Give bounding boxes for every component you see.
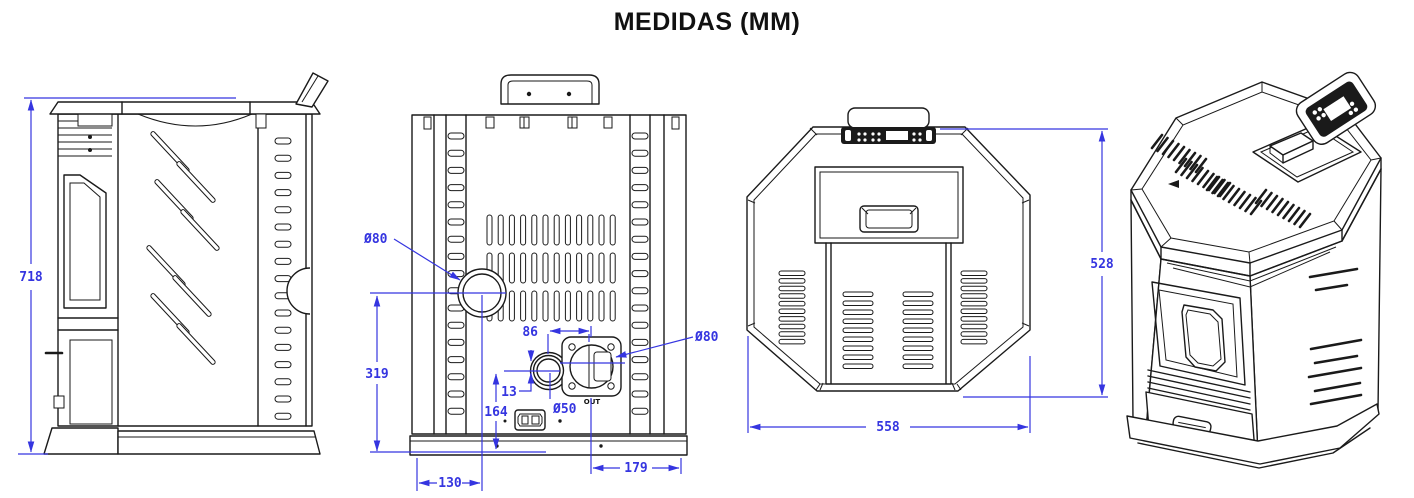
dim-label-air-port-diameter: Ø80 xyxy=(694,330,719,345)
side-top-cap xyxy=(49,101,321,129)
top-dimensions: 528 558 xyxy=(747,128,1114,435)
side-flue-bump xyxy=(286,267,311,315)
dim-label-164: 164 xyxy=(484,405,508,420)
dim-label-130: 130 xyxy=(438,476,462,491)
dim-label-intake-diameter: Ø50 xyxy=(552,402,577,417)
back-handle xyxy=(500,74,600,105)
dim-label-86: 86 xyxy=(522,325,538,340)
iso-display xyxy=(1323,96,1352,122)
side-rear-vent-column xyxy=(274,137,311,420)
top-display xyxy=(886,131,908,140)
iso-door xyxy=(1147,281,1251,411)
dim-label-558: 558 xyxy=(876,420,900,435)
side-base xyxy=(43,427,321,455)
dim-label-718: 718 xyxy=(19,270,43,285)
dim-label-flue-diameter: Ø80 xyxy=(363,232,388,247)
back-view: OUT Ø80 319 xyxy=(363,74,719,491)
hopper-lid xyxy=(814,166,964,244)
side-door xyxy=(44,174,119,425)
isometric-view xyxy=(1126,71,1382,469)
side-view: 718 xyxy=(18,72,329,455)
iso-window xyxy=(1181,304,1226,372)
side-control-panel-flap xyxy=(295,72,329,108)
page-title: MEDIDAS (MM) xyxy=(613,8,801,36)
dim-label-319: 319 xyxy=(365,367,388,382)
back-dimensions: Ø80 319 130 179 86 xyxy=(363,232,719,491)
top-view: 528 558 xyxy=(746,107,1114,435)
lid-handle xyxy=(859,205,919,233)
side-knob xyxy=(53,395,65,409)
iso-body xyxy=(1130,168,1382,456)
power-socket xyxy=(503,409,562,431)
top-control-panel xyxy=(841,107,936,144)
top-front-section xyxy=(815,242,962,391)
dim-label-179: 179 xyxy=(624,461,647,476)
dim-label-528: 528 xyxy=(1090,257,1114,272)
back-base xyxy=(409,435,688,456)
dim-label-13: 13 xyxy=(501,385,517,400)
iso-control-panel xyxy=(1295,71,1377,145)
port-marking-label: OUT xyxy=(584,398,601,406)
iso-side-vents xyxy=(1307,267,1363,406)
iso-top-vents xyxy=(1150,133,1312,229)
iso-arrow-mark xyxy=(1168,180,1179,188)
dim-side-height: 718 xyxy=(18,97,236,455)
iso-base xyxy=(1126,403,1380,469)
side-lower-panel xyxy=(69,339,113,425)
